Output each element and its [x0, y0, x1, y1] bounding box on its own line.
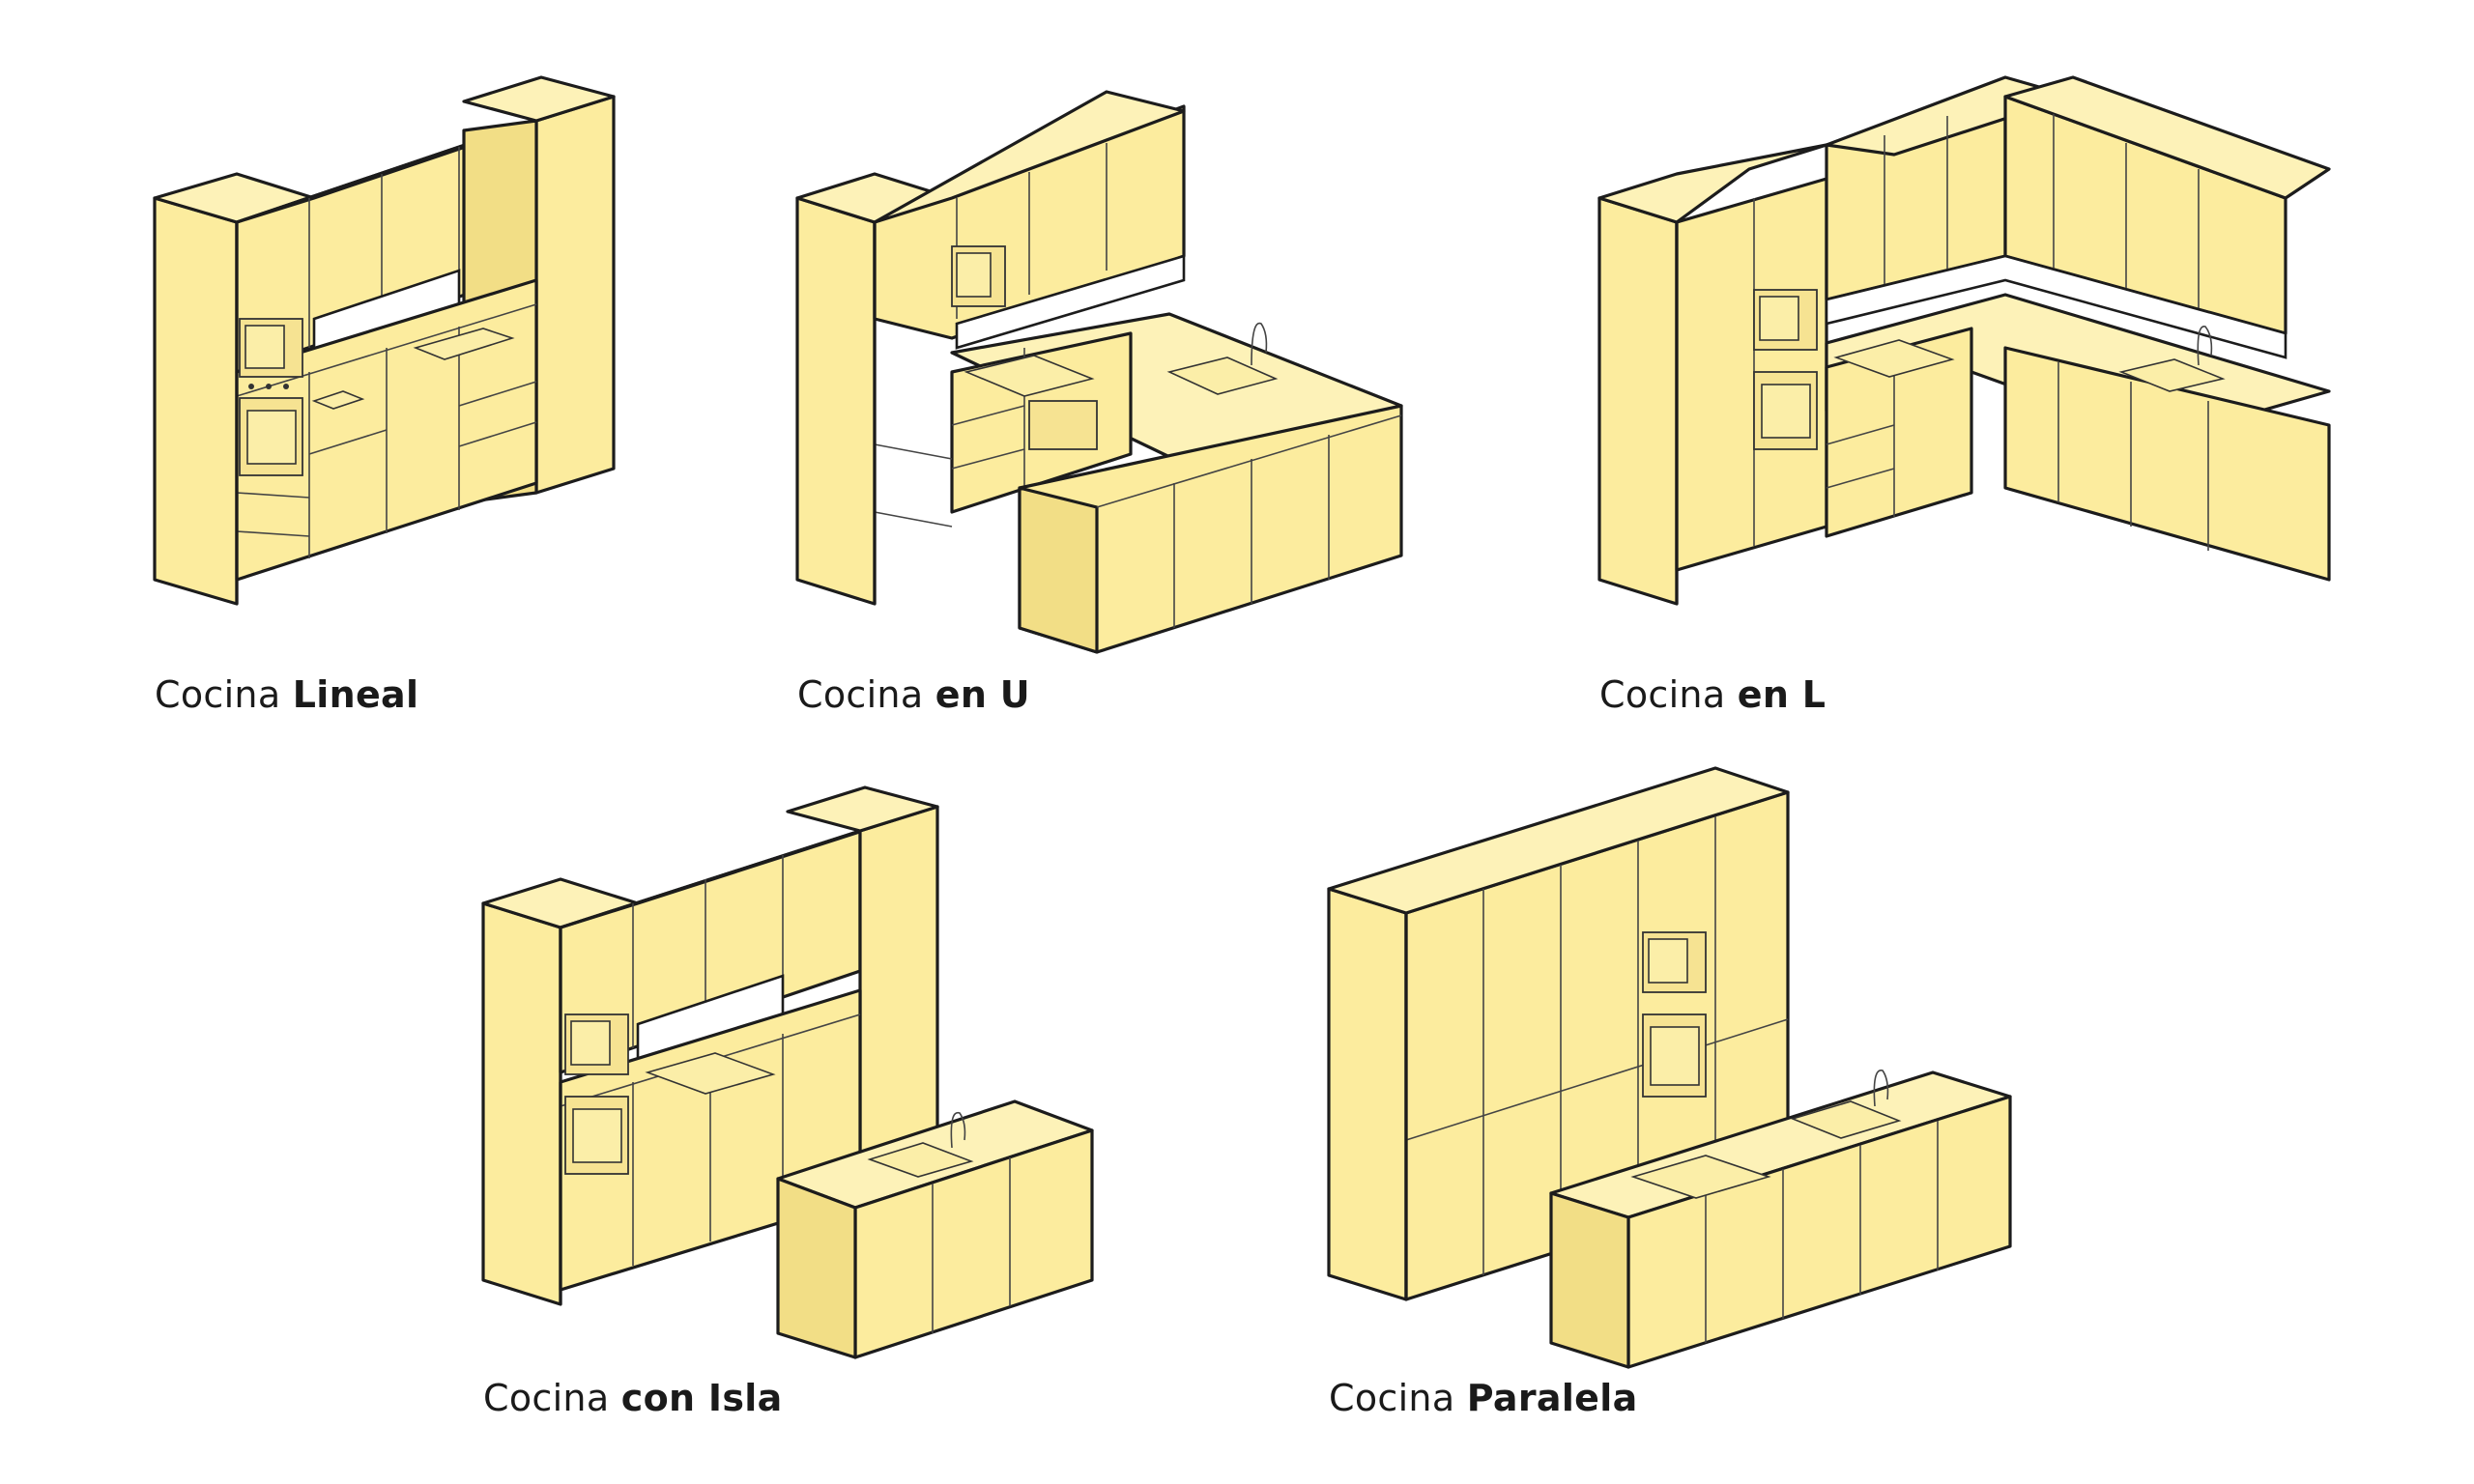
caption-type: con Isla	[620, 1377, 783, 1419]
caption-cocina-en-l: Cocina en L	[1599, 676, 1826, 713]
kitchen-con-isla-drawing	[481, 785, 1094, 1359]
caption-prefix: Cocina	[1599, 673, 1726, 716]
caption-type: Lineal	[292, 673, 419, 716]
caption-type: en L	[1737, 673, 1827, 716]
caption-prefix: Cocina	[1329, 1377, 1455, 1419]
kitchen-paralela-drawing	[1327, 766, 2012, 1369]
caption-prefix: Cocina	[483, 1377, 610, 1419]
caption-type: Paralela	[1466, 1377, 1638, 1419]
caption-prefix: Cocina	[155, 673, 281, 716]
kitchen-en-u-drawing	[795, 90, 1403, 654]
kitchen-lineal-drawing	[153, 75, 616, 606]
caption-type: en U	[935, 673, 1030, 716]
caption-prefix: Cocina	[797, 673, 924, 716]
caption-cocina-en-u: Cocina en U	[797, 676, 1030, 713]
caption-cocina-lineal: Cocina Lineal	[155, 676, 418, 713]
caption-cocina-paralela: Cocina Paralela	[1329, 1380, 1638, 1416]
caption-cocina-con-isla: Cocina con Isla	[483, 1380, 783, 1416]
kitchen-en-l-drawing	[1597, 75, 2331, 606]
